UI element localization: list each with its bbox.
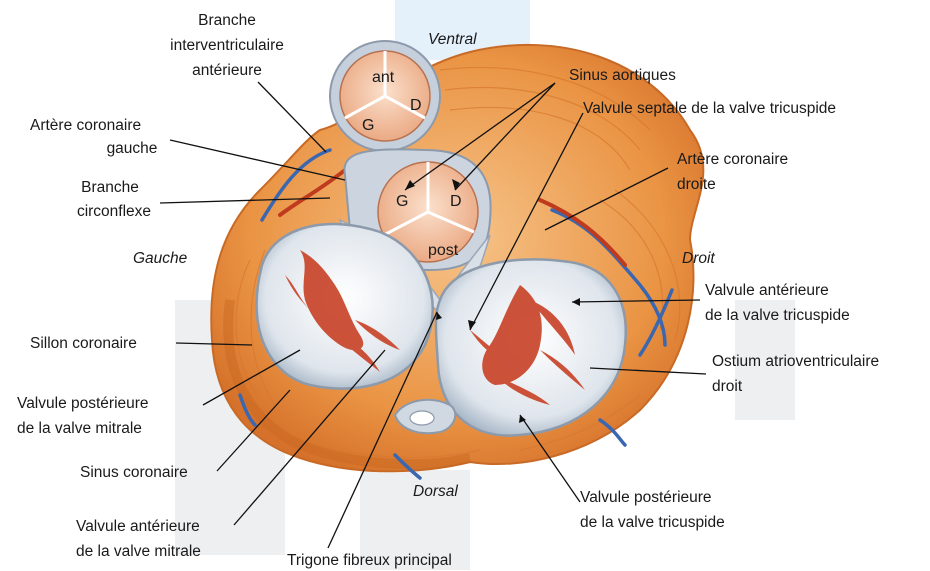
orientation-dorsal: Dorsal [413, 483, 458, 500]
label-valvule-septale: Valvule septale de la valve tricuspide [583, 100, 836, 117]
svg-text:Valvule antérieure: Valvule antérieure [76, 518, 200, 535]
svg-text:interventriculaire: interventriculaire [170, 37, 284, 54]
svg-text:Branche: Branche [198, 12, 256, 29]
svg-text:Valvule antérieure: Valvule antérieure [705, 282, 829, 299]
cusp-label-g: G [362, 117, 374, 134]
cusp-label-post: post [428, 242, 459, 259]
cusp-label-ant: ant [372, 69, 395, 86]
orientation-gauche: Gauche [133, 250, 188, 267]
label-valvule-posterieure-tricuspide: Valvule postérieure de la valve tricuspi… [580, 489, 725, 531]
label-artere-coronaire-gauche: Artère coronaire gauche [30, 117, 157, 157]
svg-text:de la valve mitrale: de la valve mitrale [17, 420, 142, 437]
svg-text:de la valve tricuspide: de la valve tricuspide [705, 307, 850, 324]
svg-text:Branche: Branche [81, 179, 139, 196]
pulmonary-valve [330, 41, 440, 151]
label-branche-circonflexe: Branche circonflexe [77, 179, 151, 220]
svg-text:de la valve tricuspide: de la valve tricuspide [580, 514, 725, 531]
cusp-label-d: D [410, 97, 422, 114]
svg-text:Valvule postérieure: Valvule postérieure [580, 489, 712, 506]
label-sinus-aortiques: Sinus aortiques [569, 67, 676, 84]
svg-text:Valvule postérieure: Valvule postérieure [17, 395, 149, 412]
svg-text:droite: droite [677, 176, 716, 193]
cusp-label-d-aortic: D [450, 193, 462, 210]
orientation-ventral: Ventral [428, 31, 477, 48]
svg-text:Artère coronaire: Artère coronaire [30, 117, 141, 134]
svg-text:droit: droit [712, 378, 743, 395]
label-trigone-fibreux: Trigone fibreux principal [287, 552, 452, 569]
svg-text:antérieure: antérieure [192, 62, 262, 79]
svg-text:Ostium atrioventriculaire: Ostium atrioventriculaire [712, 353, 879, 370]
svg-text:Artère coronaire: Artère coronaire [677, 151, 788, 168]
label-branche-interventriculaire: Branche interventriculaire antérieure [170, 12, 284, 79]
cusp-label-g-aortic: G [396, 193, 408, 210]
svg-text:de la valve mitrale: de la valve mitrale [76, 543, 201, 560]
label-sinus-coronaire: Sinus coronaire [80, 464, 188, 481]
svg-text:gauche: gauche [107, 140, 158, 157]
svg-text:circonflexe: circonflexe [77, 203, 151, 220]
orientation-droit: Droit [682, 250, 715, 267]
label-sillon-coronaire: Sillon coronaire [30, 335, 137, 352]
mitral-orifice [257, 224, 433, 389]
leader-branche-interventriculaire [258, 82, 326, 152]
label-valvule-posterieure-mitrale: Valvule postérieure de la valve mitrale [17, 395, 149, 437]
